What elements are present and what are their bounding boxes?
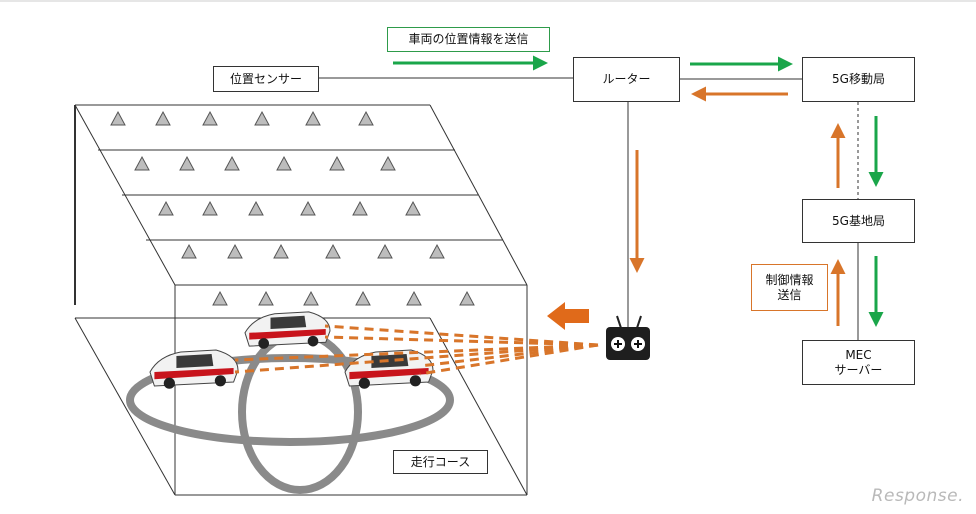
sensor-triangle-icon xyxy=(158,200,174,216)
sensor-triangle-icon xyxy=(134,155,150,171)
sensor-triangle-icon xyxy=(273,243,289,259)
position-sensor-box: 位置センサー xyxy=(213,66,319,92)
cars xyxy=(149,311,434,389)
sensor-triangle-icon xyxy=(352,200,368,216)
car-icon xyxy=(149,349,239,389)
sensor-triangle-icon xyxy=(380,155,396,171)
sensor-triangle-icon xyxy=(303,290,319,306)
sensor-triangle-icon xyxy=(405,200,421,216)
sensor-triangle-icon xyxy=(258,290,274,306)
sensor-triangle-icon xyxy=(254,110,270,126)
sensor-rig xyxy=(74,104,528,496)
sensor-triangle-icon xyxy=(429,243,445,259)
sensor-triangle-icon xyxy=(329,155,345,171)
sensor-triangle-icon xyxy=(276,155,292,171)
sensor-triangle-icon xyxy=(181,243,197,259)
car-icon xyxy=(244,311,331,349)
sensor-triangle-icon xyxy=(406,290,422,306)
base-station-box: 5G基地局 xyxy=(802,199,915,243)
connectors xyxy=(318,77,859,340)
control-links xyxy=(234,324,599,376)
sensor-triangle-icon xyxy=(224,155,240,171)
response-watermark: Response. xyxy=(871,486,964,506)
sensor-triangle-icon xyxy=(377,243,393,259)
orange-arrows xyxy=(629,86,846,326)
green-arrows xyxy=(393,55,884,327)
sensor-triangle-icon xyxy=(248,200,264,216)
controller-icon xyxy=(606,315,650,360)
sensor-triangle-icon xyxy=(202,200,218,216)
sensor-triangle-icon xyxy=(212,290,228,306)
router-box: ルーター xyxy=(573,57,680,102)
sensor-triangle-icon xyxy=(110,110,126,126)
sensor-triangle-icon xyxy=(305,110,321,126)
sensor-triangle-icon xyxy=(300,200,316,216)
sensor-triangle-icon xyxy=(459,290,475,306)
sensor-triangle-icon xyxy=(227,243,243,259)
sensor-triangle-icon xyxy=(155,110,171,126)
sensor-triangle-icon xyxy=(325,243,341,259)
control-info-label: 制御情報 送信 xyxy=(751,264,828,311)
mobile-station-box: 5G移動局 xyxy=(802,57,915,102)
send-position-label: 車両の位置情報を送信 xyxy=(387,27,550,52)
sensor-triangles xyxy=(110,110,475,306)
sensor-triangle-icon xyxy=(179,155,195,171)
arrow-left-icon xyxy=(547,302,589,330)
mec-server-box: MEC サーバー xyxy=(802,340,915,385)
sensor-triangle-icon xyxy=(355,290,371,306)
course-label: 走行コース xyxy=(393,450,488,474)
sensor-triangle-icon xyxy=(202,110,218,126)
sensor-triangle-icon xyxy=(358,110,374,126)
